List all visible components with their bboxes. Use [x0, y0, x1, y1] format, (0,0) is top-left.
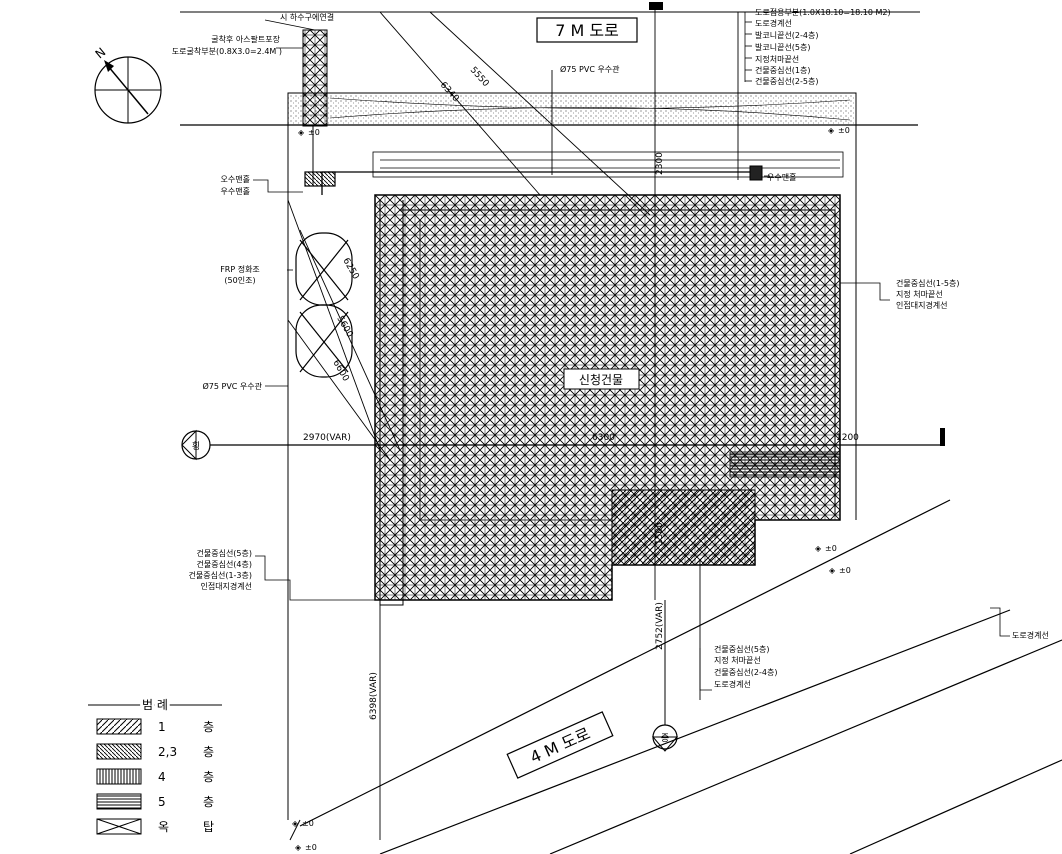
legend-num-4: 옥 — [158, 820, 169, 834]
south-road-lines — [299, 499, 1062, 854]
svg-text:◈: ◈ — [828, 126, 835, 135]
dim-5550: 5550 — [468, 65, 491, 89]
legend-top-right-0: 도로점용부분(1.0X18.10=18.10 M2) — [755, 7, 891, 17]
dim-1200: 1200 — [836, 433, 859, 443]
elevation-mark: ◈±0 — [828, 126, 850, 135]
building-name-box — [563, 368, 640, 390]
rain-pipe-line — [312, 125, 844, 195]
dim-6300: 6300 — [592, 433, 615, 443]
rain-manhole-right — [749, 165, 763, 181]
svg-text:◈: ◈ — [292, 819, 299, 828]
svg-text:±0: ±0 — [302, 819, 314, 828]
legend-top-right-5: 건물중심선(1층) — [755, 65, 811, 75]
site-boundary — [287, 93, 857, 841]
legend-unit-4: 탑 — [203, 820, 214, 834]
elevation-mark: ◈±0 — [295, 843, 317, 852]
legend-unit-3: 층 — [203, 795, 214, 809]
legend-title: 범 례 — [142, 698, 168, 712]
road-trench — [302, 29, 328, 127]
dim-6250: 6250 — [340, 257, 360, 282]
svg-text:±0: ±0 — [838, 126, 850, 135]
label-sewage-manhole: 오수맨홀 — [221, 174, 250, 184]
label-eave-line: 지정 처마끝선 — [896, 289, 943, 299]
label-rain-manhole: 우수맨홀 — [221, 186, 250, 196]
legend: 범 례 1 층 2,3 층 4 층 5 층 옥 탑 — [88, 695, 222, 835]
dim-2752: 2752(VAR) — [655, 602, 665, 650]
svg-text:◈: ◈ — [298, 128, 305, 137]
label-bottom-left-3: 인접대지경계선 — [200, 581, 252, 591]
south-road-label: 4 M 도로 — [506, 711, 614, 779]
label-bottom-mid-2: 건물중심선(2-4층) — [714, 667, 777, 677]
legend-top-right-4: 지정처마끝선 — [755, 54, 799, 64]
label-pvc-top: Ø75 PVC 우수관 — [560, 64, 620, 74]
right-road-boundary-leader — [990, 607, 1010, 637]
label-road-boundary-right: 도로경계선 — [1012, 630, 1049, 640]
label-septic-2: (50인조) — [224, 275, 255, 285]
label-rain-manhole-right: 우수맨홀 — [767, 172, 796, 182]
svg-text:◈: ◈ — [829, 566, 836, 575]
elevation-mark: ◈±0 — [292, 819, 314, 828]
label-bottom-mid-1: 지정 처마끝선 — [714, 655, 761, 665]
label-pvc-left: Ø75 PVC 우수관 — [202, 381, 262, 391]
section-line-horizontal: 횡 — [181, 428, 945, 461]
dim-2300: 2300 — [655, 152, 665, 175]
top-right-leaders — [744, 11, 752, 82]
legend-top-right-2: 발코니끝선(2-4층) — [755, 30, 818, 40]
label-adjacent-boundary: 인접대지경계선 — [896, 300, 948, 310]
label-restore-1: 굴착후 아스팔트포장 — [211, 34, 280, 44]
legend-num-3: 5 — [158, 795, 166, 809]
elevation-mark: ◈±0 — [298, 128, 320, 137]
legend-unit-1: 층 — [203, 745, 214, 759]
legend-num-2: 4 — [158, 770, 166, 784]
elevation-mark: ◈±0 — [829, 566, 851, 575]
elevation-mark: ◈±0 — [815, 544, 837, 553]
dim-1500: 1500 — [655, 522, 665, 545]
dim-2970: 2970(VAR) — [303, 433, 351, 443]
section-marker-vertical: 종 — [661, 733, 669, 744]
svg-text:◈: ◈ — [815, 544, 822, 553]
label-bottom-left-0: 건물중심선(5층) — [197, 548, 253, 558]
svg-text:±0: ±0 — [839, 566, 851, 575]
legend-num-0: 1 — [158, 720, 166, 734]
dim-6398: 6398(VAR) — [369, 672, 379, 720]
label-septic-1: FRP 정화조 — [220, 264, 260, 274]
legend-top-right-1: 도로경계선 — [755, 18, 792, 28]
label-bldg-center-1-5: 건물중심선(1-5층) — [896, 278, 959, 288]
sewage-manhole — [304, 171, 336, 187]
legend-top-right-3: 발코니끝선(5층) — [755, 42, 811, 52]
section-marker-horizontal: 횡 — [192, 440, 200, 452]
north-letter: N — [93, 45, 109, 61]
building-name: 신청건물 — [579, 373, 623, 387]
svg-text:◈: ◈ — [295, 843, 302, 852]
label-sewer-join: 시 하수구에연결 — [280, 12, 334, 22]
svg-text:±0: ±0 — [308, 128, 320, 137]
legend-unit-2: 층 — [203, 770, 214, 784]
legend-unit-0: 층 — [203, 720, 214, 734]
label-leaders — [253, 19, 890, 691]
building-footprint — [374, 194, 841, 606]
svg-text:±0: ±0 — [305, 843, 317, 852]
north-road-label: 7 M 도로 — [555, 21, 619, 40]
legend-top-right-6: 건물중심선(2-5층) — [755, 76, 818, 86]
svg-text:±0: ±0 — [825, 544, 837, 553]
label-bottom-left-2: 건물중심선(1-3층) — [189, 570, 252, 580]
legend-num-1: 2,3 — [158, 745, 177, 759]
label-restore-2: 도로굴착부분(0.8X3.0=2.4M ) — [172, 47, 282, 56]
label-bottom-left-1: 건물중심선(4층) — [197, 559, 253, 569]
septic-tank — [295, 232, 353, 378]
label-bottom-mid-0: 건물중심선(5층) — [714, 644, 770, 654]
section-line-vertical-top — [649, 2, 663, 10]
section-marker-vertical-group: 종 — [651, 600, 679, 752]
label-bottom-mid-3: 도로경계선 — [714, 679, 751, 689]
north-road-label-box: 7 M 도로 — [536, 17, 638, 43]
north-arrow — [94, 56, 162, 124]
